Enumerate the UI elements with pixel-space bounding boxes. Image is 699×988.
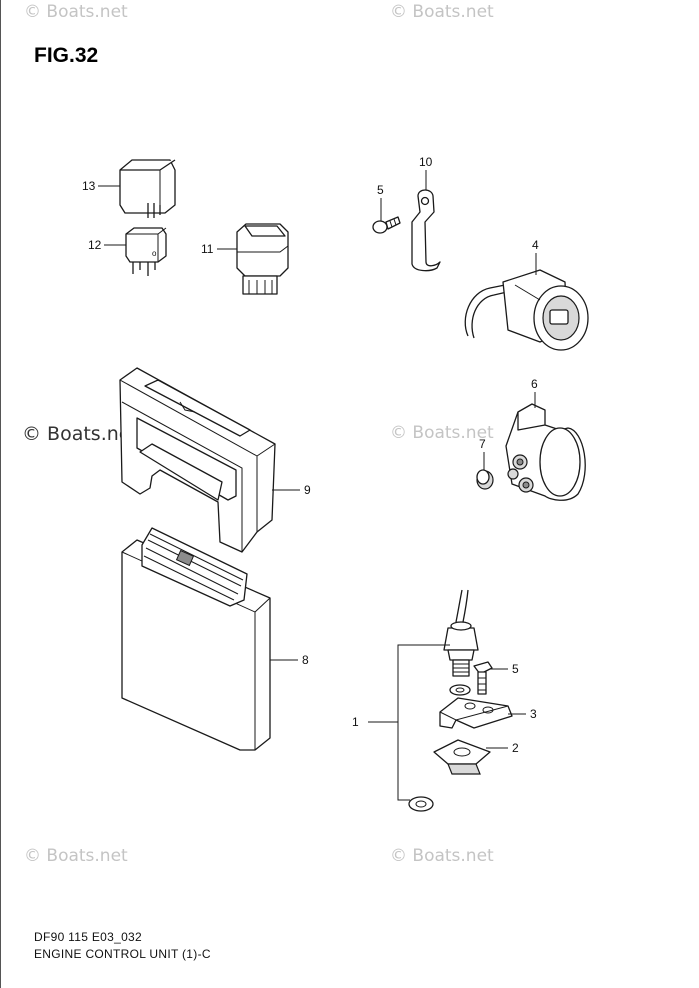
callout-12: 12	[88, 238, 126, 252]
callout-6: 6	[531, 377, 538, 408]
callout-12-label: 12	[88, 238, 102, 252]
cap-7-part	[476, 469, 494, 490]
figure-title: FIG.32	[34, 44, 99, 67]
ecu-8-part	[121, 527, 271, 751]
callout-1-label: 1	[352, 715, 359, 729]
figure-code: DF90 115 E03_032	[34, 930, 142, 944]
watermark-middle-left: © Boats.net	[22, 423, 138, 445]
callout-10: 10	[419, 155, 433, 190]
watermark-bottom-left: © Boats.net	[24, 846, 128, 866]
callout-9-label: 9	[304, 483, 311, 497]
svg-text:o: o	[152, 249, 157, 258]
callout-11: 11	[201, 242, 237, 256]
callout-9: 9	[272, 483, 311, 497]
bolt-5-upper-part	[372, 216, 401, 234]
callout-5-lower: 5	[490, 662, 519, 676]
callout-1: 1	[352, 644, 450, 801]
figure-subtitle: ENGINE CONTROL UNIT (1)-C	[34, 947, 211, 961]
callout-4-label: 4	[532, 238, 539, 252]
watermark-bottom-right: © Boats.net	[390, 846, 494, 866]
sensor-assembly-1-part	[408, 589, 513, 812]
watermark-middle-right: © Boats.net	[390, 423, 494, 443]
clamp-10-part	[411, 189, 441, 272]
callout-2: 2	[486, 741, 519, 755]
ecu-cover-9-part	[119, 367, 276, 553]
callout-10-label: 10	[419, 155, 433, 169]
callout-3-label: 3	[530, 707, 537, 721]
callout-2-label: 2	[512, 741, 519, 755]
watermark-top-right: © Boats.net	[390, 2, 494, 22]
callout-7: 7	[479, 437, 486, 470]
page-border	[0, 0, 1, 988]
callout-8: 8	[270, 653, 309, 667]
callout-5-upper-label: 5	[377, 183, 384, 197]
callout-4: 4	[532, 238, 539, 275]
watermark-top-left: © Boats.net	[24, 2, 128, 22]
callout-5-lower-label: 5	[512, 662, 519, 676]
callout-7-label: 7	[479, 437, 486, 451]
callout-11-label: 11	[201, 242, 214, 256]
callout-3: 3	[508, 707, 537, 721]
relay-11-part	[236, 223, 289, 295]
callout-6-label: 6	[531, 377, 538, 391]
relay-12-part: o	[125, 227, 167, 276]
callout-13-label: 13	[82, 179, 96, 193]
callout-8-label: 8	[302, 653, 309, 667]
connector-4-part	[464, 269, 589, 351]
callout-13: 13	[82, 179, 120, 193]
relay-13-part	[119, 159, 176, 218]
connector-6-part	[505, 403, 586, 501]
callout-5-upper: 5	[377, 183, 384, 221]
